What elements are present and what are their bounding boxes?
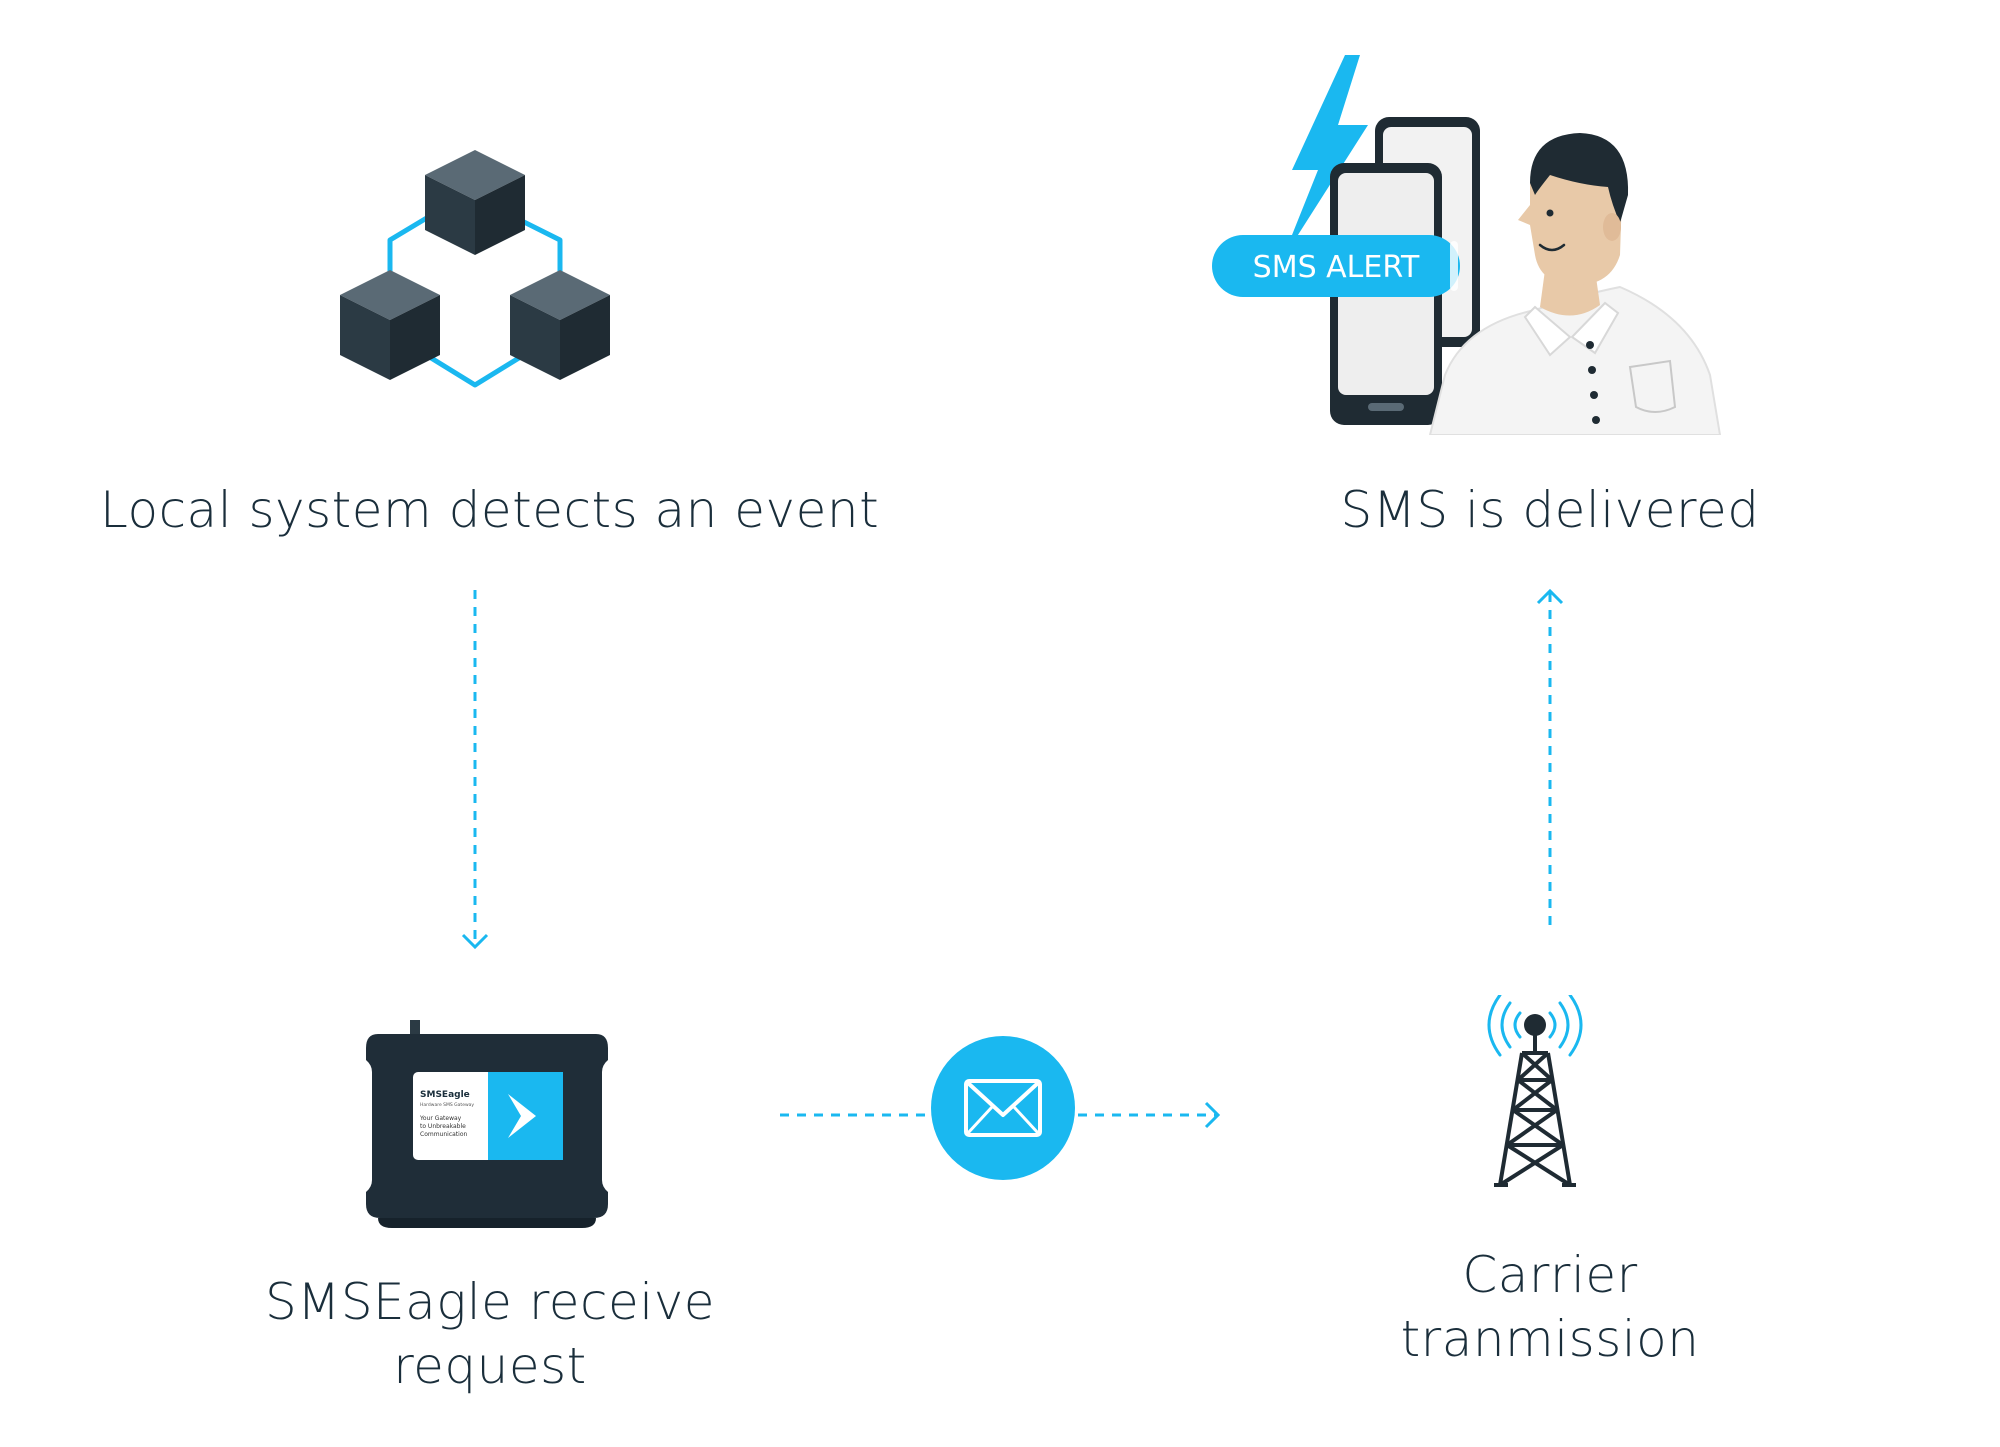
carrier-label-line2: tranmission (1400, 1310, 1700, 1368)
connected-cubes-icon (340, 150, 610, 388)
sms-delivered-label: SMS is delivered (1340, 481, 1760, 539)
local-system-label: Local system detects an event (100, 481, 880, 539)
device-slogan-1: Your Gateway (419, 1115, 462, 1122)
envelope-icon (931, 1036, 1075, 1180)
person-with-phones-icon: SMS ALERT (1212, 55, 1722, 435)
carrier-label-line1: Carrier (1462, 1246, 1638, 1304)
arrow-up-icon (1536, 588, 1564, 930)
smseagle-label-line2: request (393, 1337, 587, 1395)
smseagle-label: SMSEagle receive request (250, 1270, 730, 1398)
arrow-down-icon (461, 590, 489, 950)
device-slogan-2: to Unbreakable (420, 1123, 466, 1130)
radio-tower-icon (1487, 995, 1583, 1187)
device-brand-text: SMSEagle (420, 1090, 470, 1100)
smseagle-device-icon: SMSEagle Hardware SMS Gateway Your Gatew… (366, 1020, 608, 1228)
device-tag-text: Hardware SMS Gateway (420, 1102, 474, 1108)
sms-alert-badge: SMS ALERT (1253, 250, 1420, 285)
carrier-label: Carrier tranmission (1340, 1243, 1760, 1371)
arrow-right-icon (780, 1101, 1221, 1129)
smseagle-label-line1: SMSEagle receive (264, 1273, 716, 1331)
device-slogan-3: Communication (420, 1131, 467, 1138)
